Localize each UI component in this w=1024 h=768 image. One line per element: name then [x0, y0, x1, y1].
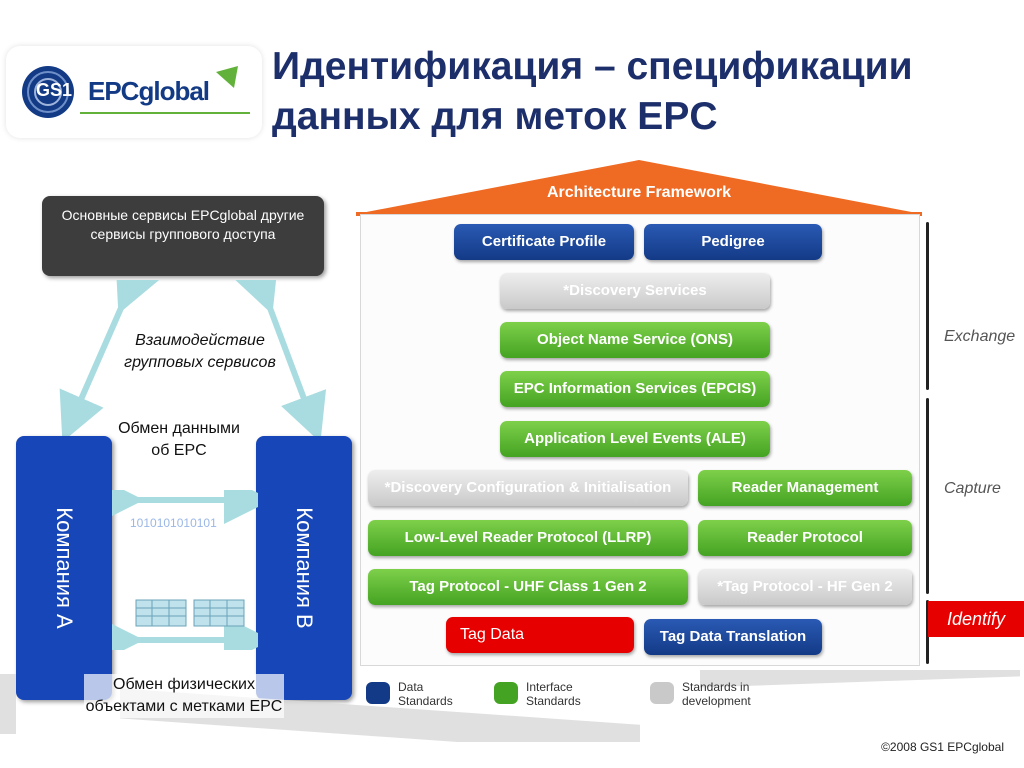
title-line-1: Идентификация – спецификации: [272, 45, 913, 88]
tag-protocol-uhf-block: Tag Protocol - UHF Class 1 Gen 2: [368, 569, 688, 605]
binary-text: 1010101010101: [130, 516, 217, 530]
company-b-label: Компания В: [292, 507, 317, 629]
epcis-block: EPC Information Services (EPCIS): [500, 371, 770, 407]
services-box-text: Основные сервисы EPCglobal другие сервис…: [61, 207, 305, 242]
ale-block: Application Level Events (ALE): [500, 421, 770, 457]
copyright: ©2008 GS1 EPCglobal: [881, 740, 1004, 754]
pallet-icon: [135, 599, 245, 627]
identify-label: Identify: [928, 601, 1024, 637]
ons-block: Object Name Service (ONS): [500, 322, 770, 358]
discovery-config-block: *Discovery Configuration & Initialisatio…: [368, 470, 688, 506]
gs1-logo-icon: [22, 66, 250, 118]
legend-interface-swatch: [494, 682, 518, 704]
llrp-block: Low-Level Reader Protocol (LLRP): [368, 520, 688, 556]
reader-management-block: Reader Management: [698, 470, 912, 506]
certificate-profile-block: Certificate Profile: [454, 224, 634, 260]
legend-data-swatch: [366, 682, 390, 704]
interaction-label: Взаимодействие групповых сервисов: [124, 332, 276, 371]
exchange-arrows: [112, 490, 258, 650]
discovery-services-block: *Discovery Services: [500, 273, 770, 309]
tag-data-translation-block: Tag Data Translation: [644, 619, 822, 655]
company-b-box: Компания В: [256, 436, 352, 700]
legend-development-swatch: [650, 682, 674, 704]
legend-data-label: Data Standards: [398, 680, 453, 708]
company-a-label: Компания А: [52, 507, 77, 629]
logo-panel: GS1 EPCglobal: [6, 46, 262, 138]
exchange-bar: [926, 222, 929, 390]
company-a-box: Компания А: [16, 436, 112, 700]
tag-data-block: Tag Data: [446, 617, 634, 653]
legend-development-label: Standards in development: [682, 680, 751, 708]
arrow-left: [59, 280, 160, 440]
interaction-arrows: [59, 280, 327, 440]
capture-label: Capture: [944, 480, 1001, 497]
gs1-text: GS1: [36, 80, 73, 100]
tag-protocol-hf-block: *Tag Protocol - HF Gen 2: [698, 569, 912, 605]
reader-protocol-block: Reader Protocol: [698, 520, 912, 556]
page-title: Идентификация – спецификации данных для …: [272, 42, 1012, 142]
roof-label: Architecture Framework: [546, 184, 732, 201]
epcglobal-text: EPCglobal: [88, 76, 210, 106]
legend-interface-label: Interface Standards: [526, 680, 581, 708]
pedigree-block: Pedigree: [644, 224, 822, 260]
data-exchange-label: Обмен данными об EPC: [118, 420, 240, 459]
identify-bar: [926, 600, 929, 664]
arrow-right: [233, 280, 327, 440]
physical-exchange-label: Обмен физических объектами с метками EPC: [84, 674, 284, 718]
capture-bar: [926, 398, 929, 594]
exchange-label: Exchange: [944, 328, 1016, 345]
title-line-2: данных для меток EPC: [272, 95, 718, 138]
services-box: Основные сервисы EPCglobal другие сервис…: [42, 196, 324, 276]
